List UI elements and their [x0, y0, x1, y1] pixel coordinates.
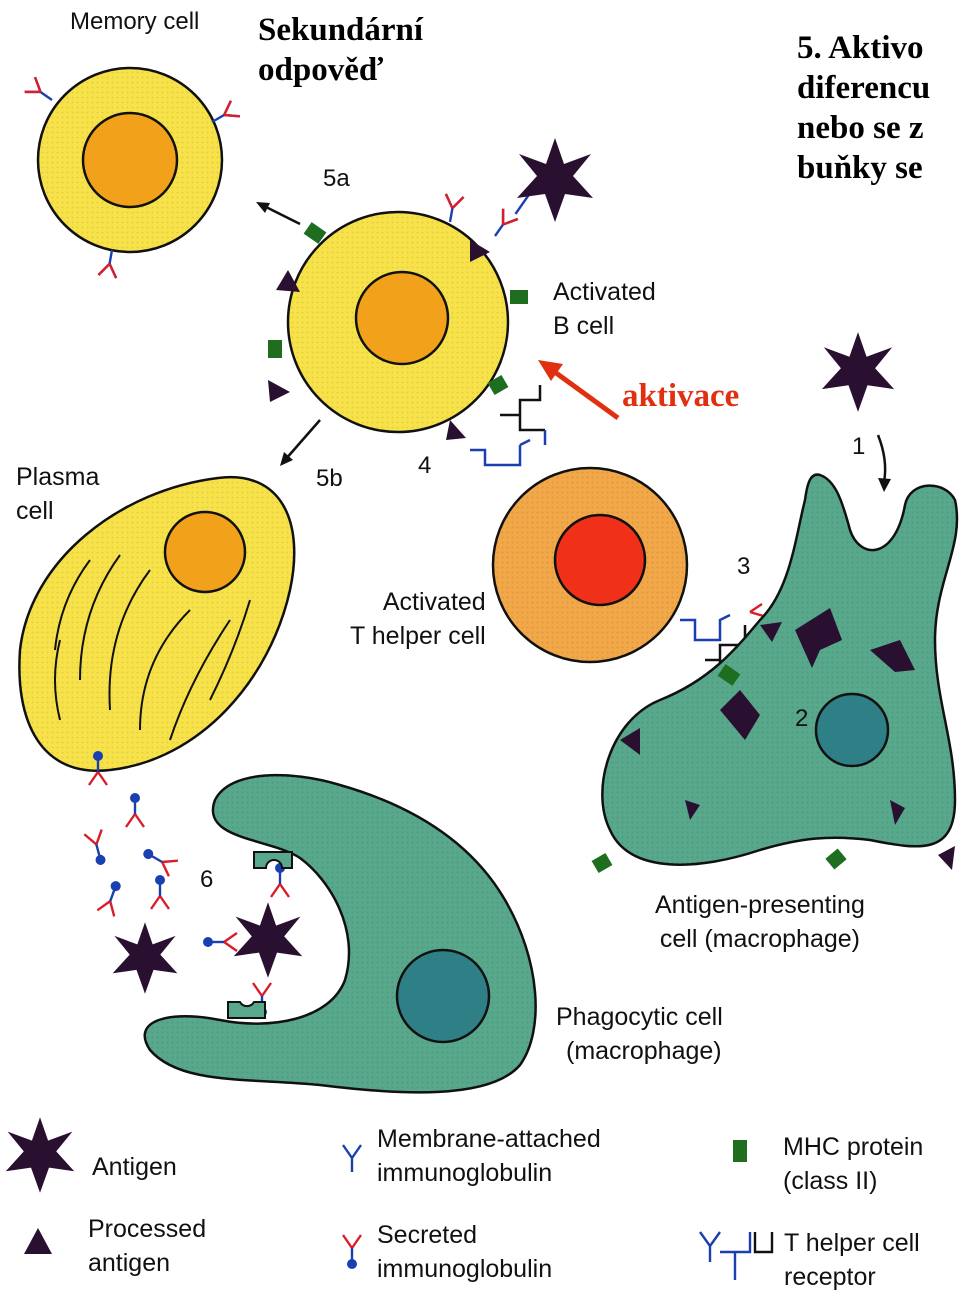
legend-receptor-line1: T helper cell: [784, 1226, 920, 1260]
secondary-response-line2: odpověď: [258, 50, 423, 90]
legend-membrane-line1: Membrane-attached: [377, 1122, 601, 1156]
legend-membrane-ig: Membrane-attached immunoglobulin: [377, 1122, 601, 1190]
processed-antigen-triangle-icon: [24, 1228, 52, 1254]
antigen-star: [517, 138, 593, 222]
phagocytic-cell: [145, 775, 536, 1092]
legend-processed-antigen: Processed antigen: [88, 1212, 206, 1280]
membrane-ig-icon: [488, 209, 518, 241]
activation-label: aktivace: [622, 376, 739, 416]
phagocytic-cell-label: Phagocytic cell (macrophage): [556, 1000, 723, 1068]
antigen-star: [822, 332, 894, 412]
step5-line2: diferencu: [797, 68, 930, 108]
antigen-star: [113, 922, 178, 993]
membrane-ig-icon: [98, 248, 120, 278]
legend-secreted-ig: Secreted immunoglobulin: [377, 1218, 552, 1286]
legend-processed-line1: Processed: [88, 1212, 206, 1246]
secondary-response-title: Sekundární odpověď: [258, 10, 423, 90]
tcr-receptor-icon: [700, 1232, 772, 1280]
phagocytic-line2: (macrophage): [556, 1034, 723, 1068]
step5-text: 5. Aktivo diferencu nebo se z buňky se: [797, 28, 930, 188]
legend-processed-line2: antigen: [88, 1246, 206, 1280]
mhc-protein: [268, 340, 282, 358]
activated-t-helper-cell: [493, 468, 687, 662]
step5-line1: 5. Aktivo: [797, 28, 930, 68]
legend-mhc-protein: MHC protein (class II): [783, 1130, 923, 1198]
phagocytic-line1: Phagocytic cell: [556, 1000, 723, 1034]
legend-secreted-line2: immunoglobulin: [377, 1252, 552, 1286]
step-4: 4: [418, 452, 431, 480]
apc-label: Antigen-presenting cell (macrophage): [655, 888, 865, 956]
mhc-square-icon: [733, 1140, 747, 1162]
step-3: 3: [737, 553, 750, 581]
arrow-1: [878, 435, 891, 492]
step-6: 6: [200, 866, 213, 894]
step5-line3: nebo se z: [797, 108, 930, 148]
plasma-cell-line1: Plasma: [16, 460, 99, 494]
legend-receptor-line2: receptor: [784, 1260, 920, 1294]
step-1: 1: [852, 433, 865, 461]
secondary-response-line1: Sekundární: [258, 10, 423, 50]
apc-line2: cell (macrophage): [655, 922, 865, 956]
legend-mhc-line2: (class II): [783, 1164, 923, 1198]
memory-cell: [25, 68, 240, 278]
memory-cell-label: Memory cell: [70, 5, 199, 39]
activated-b-cell-line2: B cell: [553, 309, 656, 343]
step-5b: 5b: [316, 465, 343, 493]
plasma-cell-line2: cell: [16, 494, 99, 528]
legend-secreted-line1: Secreted: [377, 1218, 552, 1252]
membrane-ig-icon: [441, 194, 463, 224]
legend-antigen: Antigen: [92, 1150, 177, 1184]
legend-mhc-line1: MHC protein: [783, 1130, 923, 1164]
step5-line4: buňky se: [797, 148, 930, 188]
apc-line1: Antigen-presenting: [655, 888, 865, 922]
antigen-star: [234, 902, 302, 978]
arrow-5a: [256, 202, 300, 224]
activated-b-cell-label: Activated B cell: [553, 275, 656, 343]
membrane-ig-y-icon: [343, 1145, 361, 1172]
legend-t-helper-receptor: T helper cell receptor: [784, 1226, 920, 1294]
t-helper-line1: Activated: [350, 585, 486, 619]
t-helper-line2: T helper cell: [350, 619, 486, 653]
step-5a: 5a: [323, 165, 350, 193]
activated-b-cell: [268, 187, 534, 440]
activated-t-helper-label: Activated T helper cell: [350, 585, 486, 653]
activated-b-cell-line1: Activated: [553, 275, 656, 309]
mhc-protein: [510, 290, 528, 304]
legend-membrane-line2: immunoglobulin: [377, 1156, 601, 1190]
secreted-ig-y-icon: [343, 1235, 361, 1269]
arrow-5b: [280, 420, 320, 466]
activation-arrow: [538, 360, 618, 418]
step-2: 2: [795, 705, 808, 733]
antigen-star-icon: [6, 1117, 74, 1193]
tcr-mhc-interaction-4: [470, 385, 545, 465]
plasma-cell-label: Plasma cell: [16, 460, 99, 528]
